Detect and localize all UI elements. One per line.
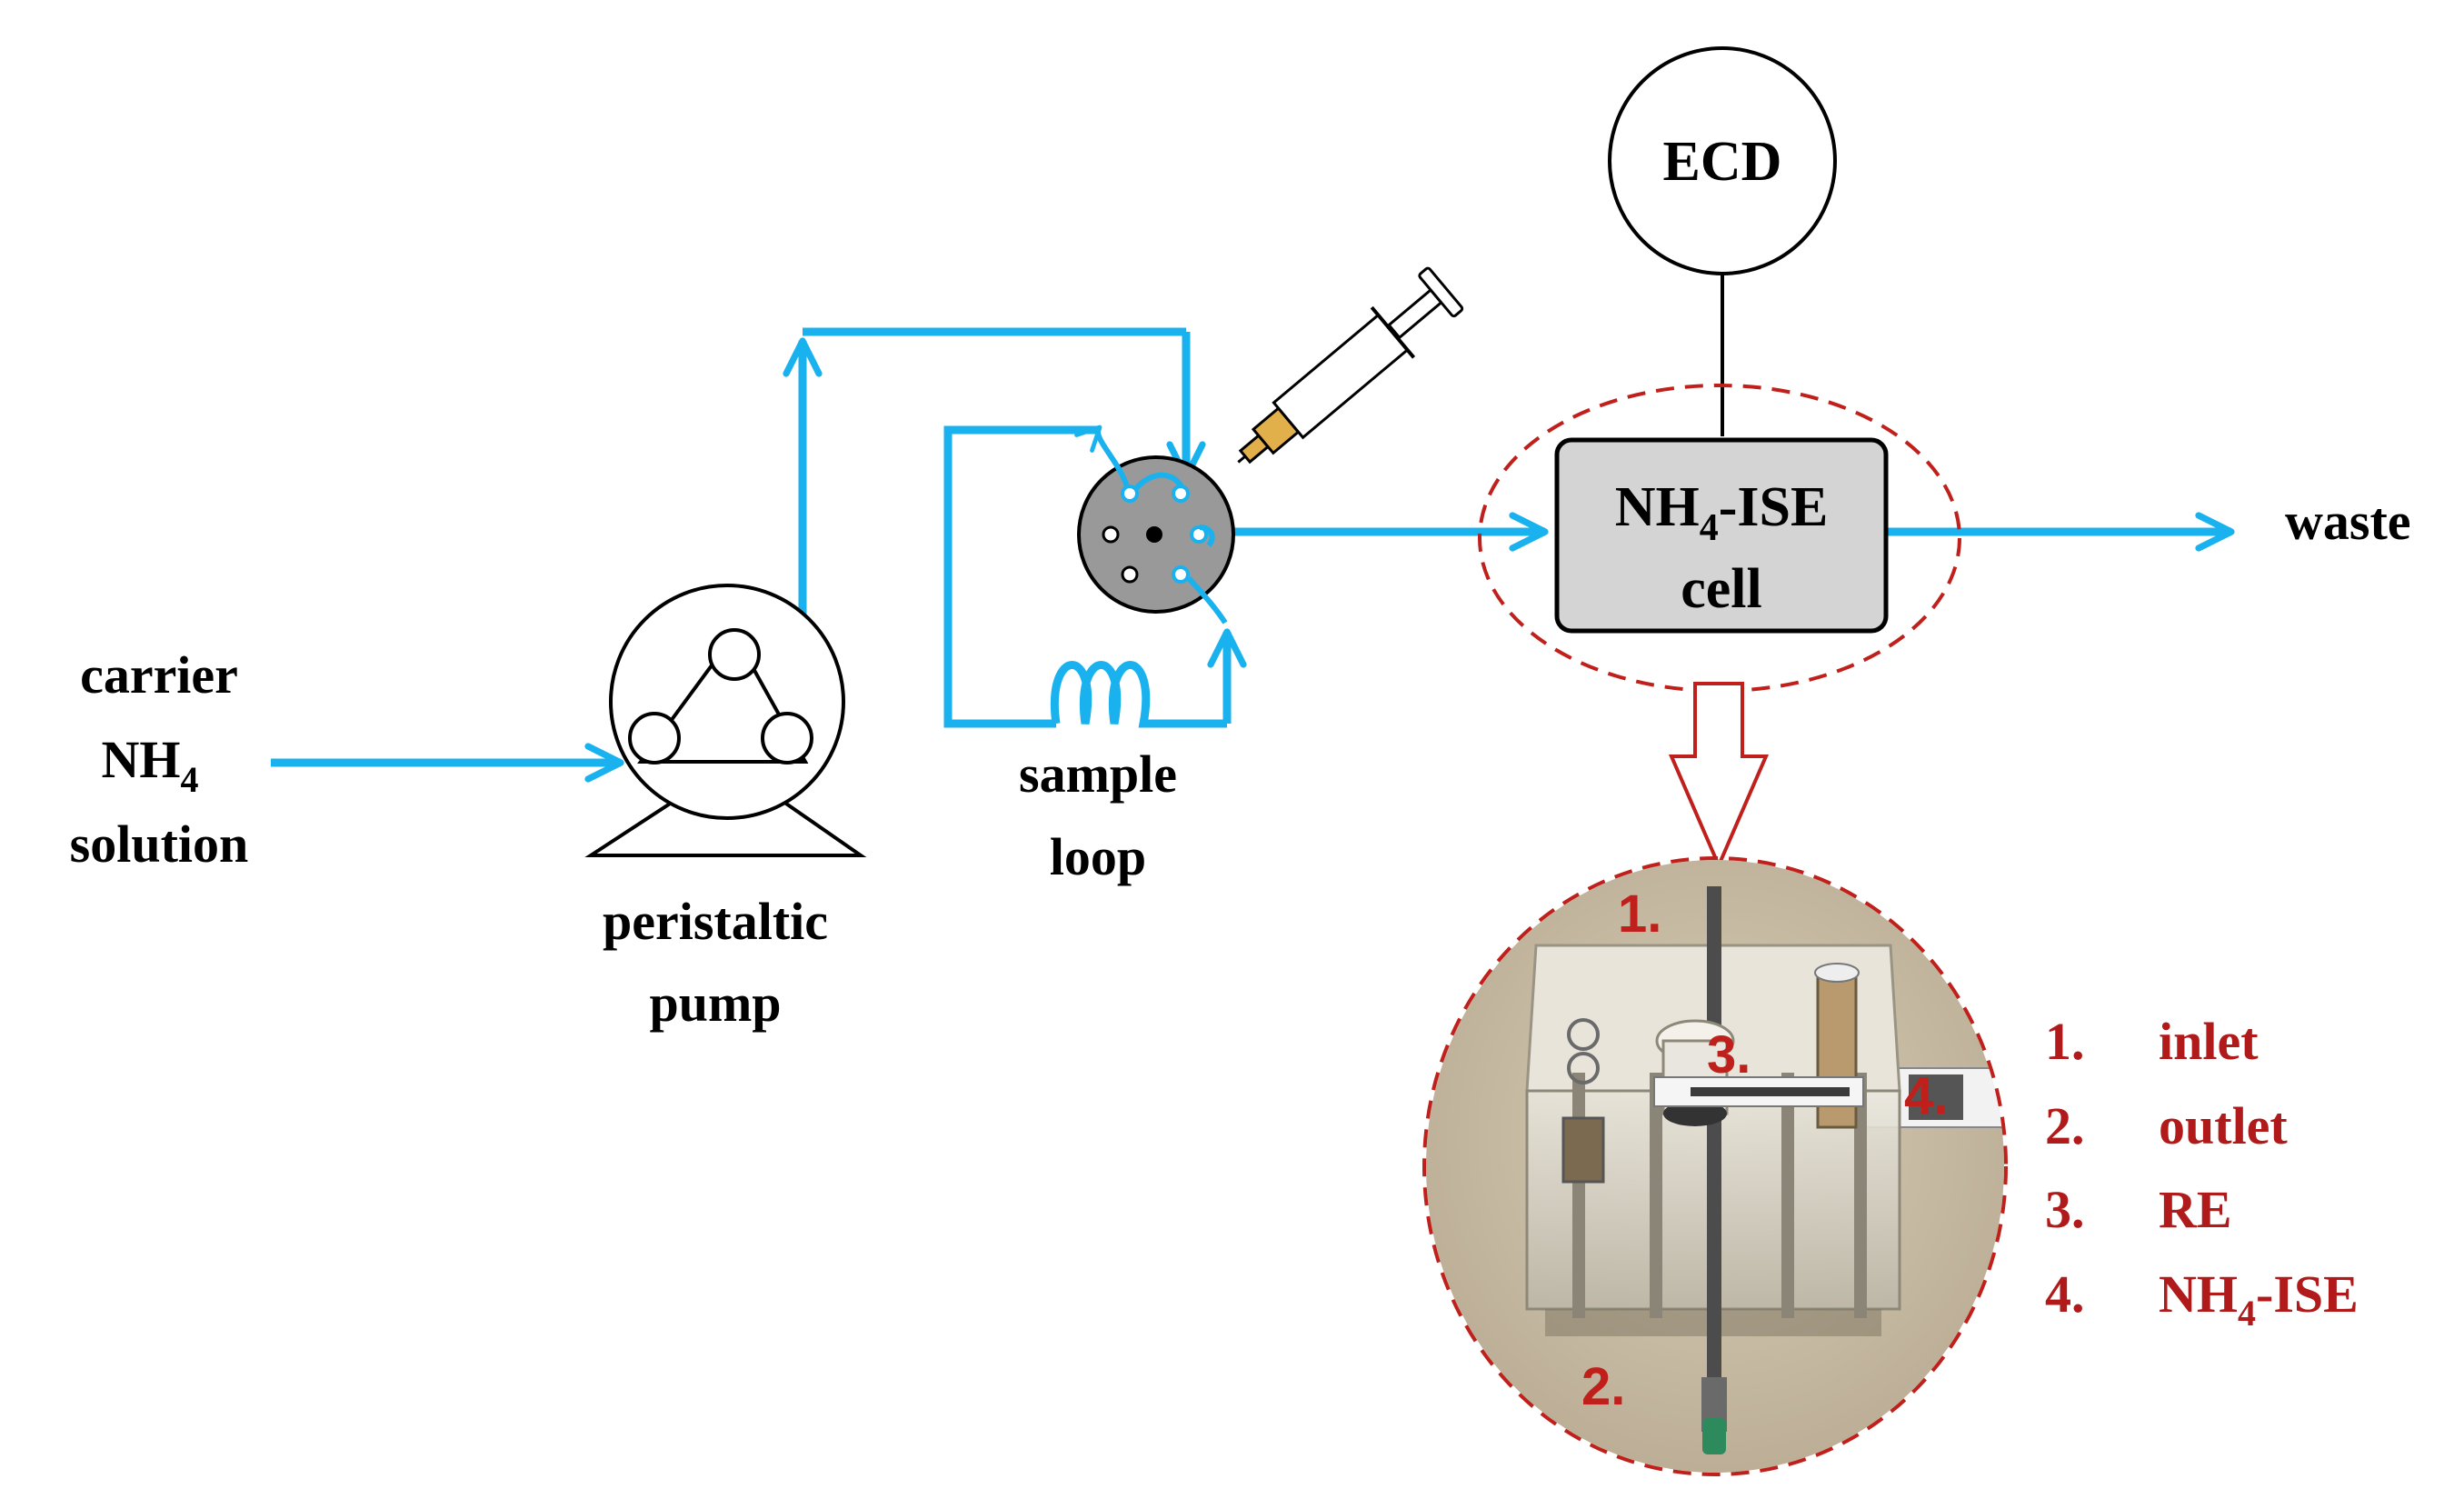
ecd-circle — [1608, 46, 1837, 275]
cell-highlight-ellipse — [1478, 384, 1961, 693]
legend-num-4: 4. — [2045, 1264, 2085, 1324]
legend-num-2: 2. — [2045, 1096, 2085, 1155]
carrier-label-line2: NH4 — [102, 730, 199, 800]
legend-text-3: RE — [2159, 1180, 2232, 1239]
loop-label-line2: loop — [1050, 827, 1146, 886]
flow-lines — [271, 327, 2235, 783]
cell-photo — [1426, 860, 2004, 1473]
photo-dashed-ring — [1422, 856, 2008, 1476]
photo-marker-4: 4. — [1904, 1066, 1948, 1125]
zoom-down-arrow-icon — [1668, 682, 1770, 871]
sample-loop-coil-icon — [1051, 661, 1151, 728]
photo-marker-3: 3. — [1707, 1025, 1751, 1084]
waste-label: waste — [2285, 492, 2411, 551]
peristaltic-pump-icon — [584, 584, 867, 857]
legend-num-1: 1. — [2045, 1012, 2085, 1071]
legend-text-1: inlet — [2159, 1012, 2259, 1071]
loop-label-line1: sample — [1019, 745, 1177, 804]
legend-num-3: 3. — [2045, 1180, 2085, 1239]
photo-marker-2: 2. — [1581, 1357, 1625, 1416]
syringe-icon — [1237, 266, 1464, 465]
legend-text-2: outlet — [2159, 1096, 2288, 1155]
ise-cell-box — [1554, 437, 1889, 634]
cell-label-line2: cell — [1681, 558, 1762, 620]
pump-label-line2: pump — [649, 974, 781, 1033]
photo-marker-1: 1. — [1618, 884, 1661, 944]
carrier-label-line1: carrier — [80, 645, 238, 705]
carrier-label-line3: solution — [70, 814, 249, 874]
ecd-label: ECD — [1663, 131, 1782, 193]
injection-valve-icon — [1074, 425, 1235, 625]
loop-rect-left — [943, 425, 1097, 728]
pump-label-line1: peristaltic — [603, 892, 828, 951]
legend-text-4: NH4-ISE — [2159, 1264, 2359, 1334]
legend: 1. inlet 2. outlet 3. RE 4. NH4-ISE — [2045, 1012, 2359, 1334]
cell-label-line1: NH4-ISE — [1615, 476, 1829, 549]
